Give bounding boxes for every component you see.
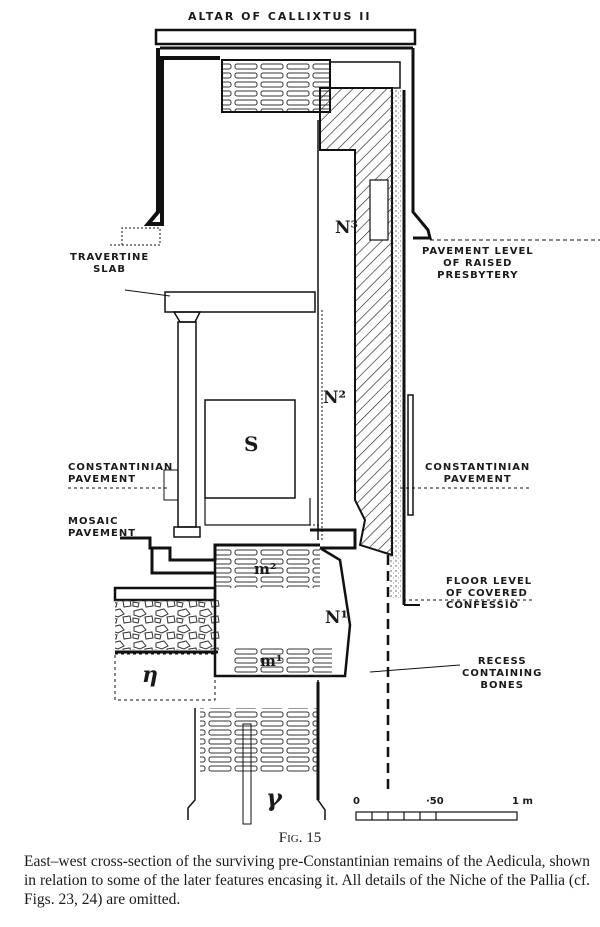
label-line: PAVEMENT	[68, 474, 137, 485]
label-line: CONSTANTINIAN	[68, 462, 174, 473]
label-constantinian-pavement-left: CONSTANTINIAN PAVEMENT	[68, 462, 173, 486]
cross-section-drawing	[68, 28, 600, 825]
label-mosaic-pavement: MOSAIC PAVEMENT	[68, 516, 136, 540]
label-line: CONTAINING	[462, 668, 543, 679]
altar-title: ALTAR OF CALLIXTUS II	[188, 10, 372, 23]
symbol-n3: N³	[335, 218, 358, 238]
label-line: PAVEMENT LEVEL	[422, 246, 534, 257]
label-recess-bones: RECESS CONTAINING BONES	[462, 656, 542, 692]
scale-bar	[355, 811, 518, 821]
label-line: CONFESSIO	[446, 600, 520, 611]
label-line: FLOOR LEVEL	[446, 576, 533, 587]
label-line: BONES	[480, 680, 524, 691]
label-line: PRESBYTERY	[437, 270, 519, 281]
figure-caption: East–west cross-section of the surviving…	[24, 853, 590, 908]
travertine-slab	[124, 289, 316, 538]
label-line: PAVEMENT	[68, 528, 137, 539]
altar-of-callixtus	[110, 28, 600, 246]
symbol-eta: η	[142, 662, 158, 688]
label-travertine-slab: TRAVERTINE SLAB	[70, 252, 150, 276]
scale-end: 1 m	[512, 796, 533, 807]
symbol-n2: N²	[323, 388, 346, 408]
symbol-m1: m¹	[260, 652, 283, 670]
label-line: OF COVERED	[446, 588, 528, 599]
label-pavement-presbytery: PAVEMENT LEVEL OF RAISED PRESBYTERY	[422, 246, 534, 282]
symbol-m2: m²	[254, 560, 277, 578]
symbol-s: S	[244, 432, 259, 456]
s-block	[204, 399, 296, 499]
symbol-gamma: γ	[266, 783, 282, 812]
stippled-strip	[390, 88, 401, 598]
label-line: OF RAISED	[443, 258, 513, 269]
label-floor-confessio: FLOOR LEVEL OF COVERED CONFESSIO	[446, 576, 532, 612]
label-line: MOSAIC	[68, 516, 119, 527]
scale-start: 0	[353, 796, 360, 807]
hatched-wall	[319, 87, 393, 557]
label-line: SLAB	[93, 264, 126, 275]
scale-mid: ·50	[426, 796, 444, 807]
label-line: CONSTANTINIAN	[425, 462, 531, 473]
label-line: RECESS	[477, 656, 527, 667]
label-line: PAVEMENT	[443, 474, 512, 485]
symbol-n1: N¹	[325, 608, 348, 628]
label-line: TRAVERTINE	[70, 252, 150, 263]
label-constantinian-pavement-right: CONSTANTINIAN PAVEMENT	[425, 462, 530, 486]
lower-structure	[113, 528, 532, 825]
figure-number: Fig. 15	[278, 830, 322, 846]
masonry-block	[221, 59, 331, 113]
